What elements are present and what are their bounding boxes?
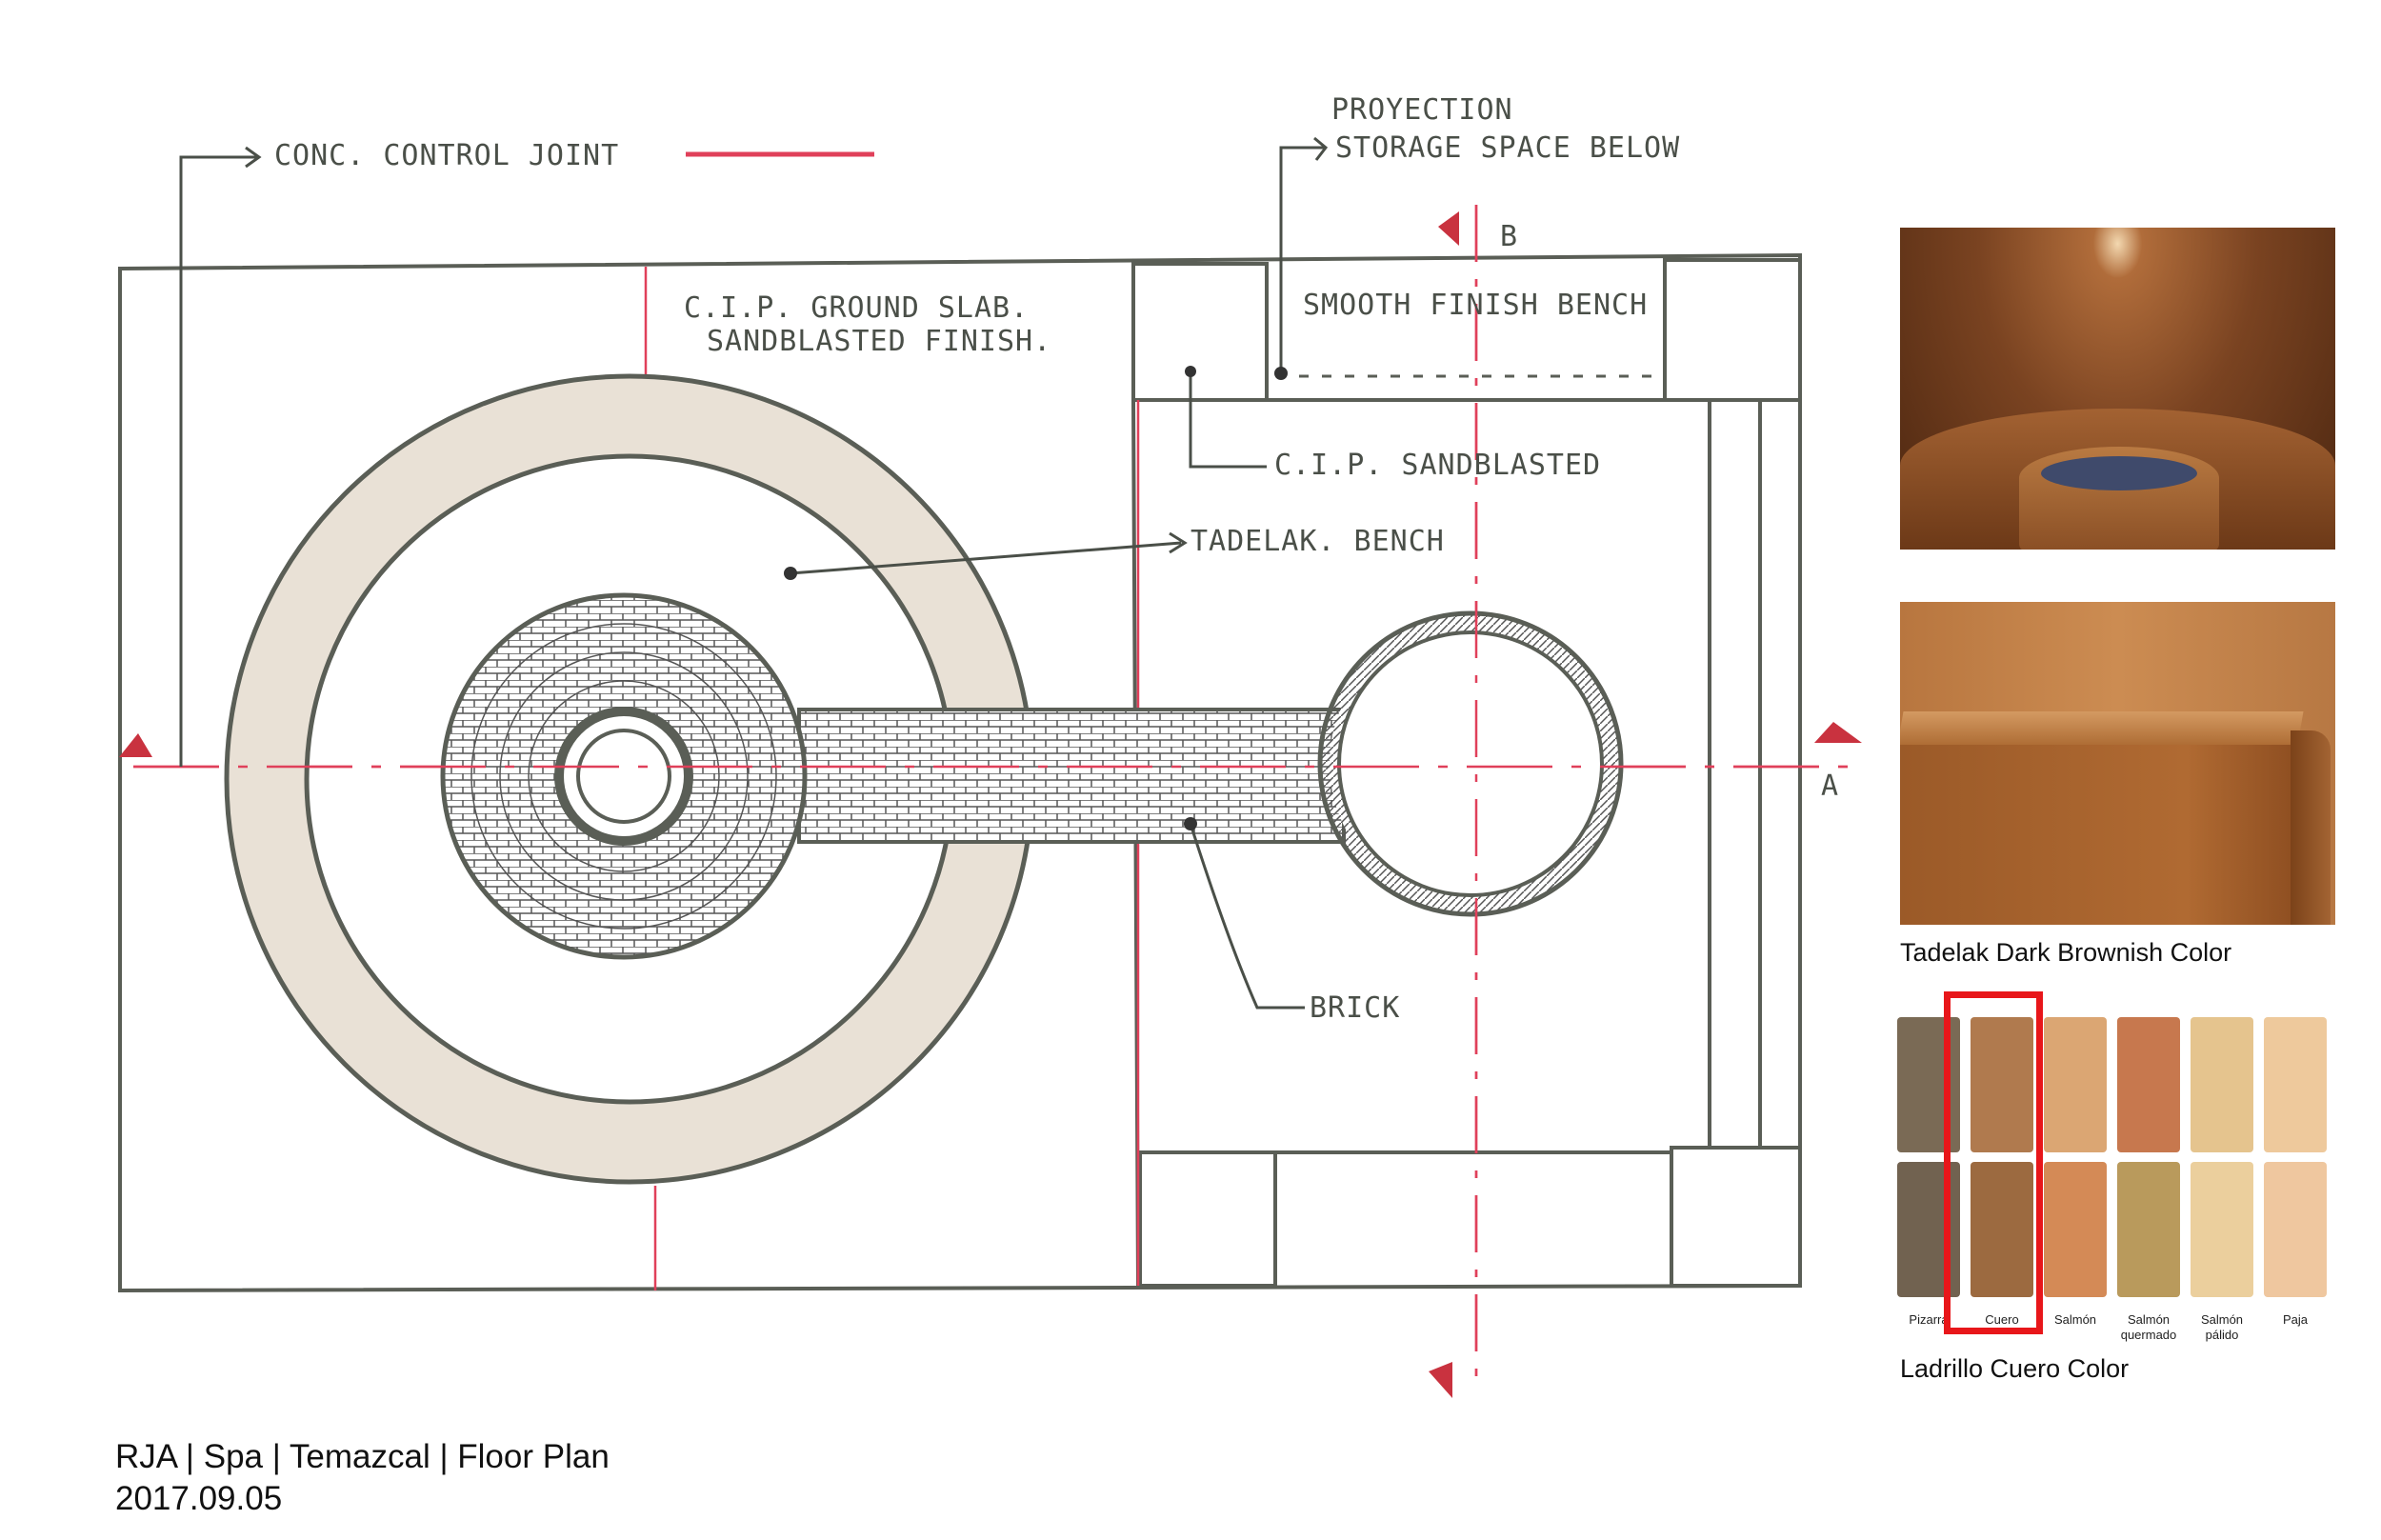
lower-left-block: [1138, 1150, 1277, 1288]
label-control-joint: CONC. CONTROL JOINT: [274, 139, 619, 172]
label-section-a: A: [1821, 770, 1839, 803]
bench-left-block: [1131, 262, 1269, 402]
section-marker-bottom-icon: [1429, 1362, 1452, 1398]
page-title: RJA | Spa | Temazcal | Floor Plan: [115, 1438, 610, 1475]
brick-label: Cuero: [1985, 1312, 2019, 1327]
brick-swatch: [2044, 1017, 2107, 1152]
temazcal-interior-photo: [1900, 228, 2335, 550]
label-cip-sandblasted: C.I.P. SANDBLASTED: [1274, 449, 1601, 482]
brick-swatch: [2117, 1017, 2180, 1152]
brick-swatch: [2264, 1162, 2327, 1297]
section-marker-left-icon: [119, 733, 152, 757]
tadelak-bench-photo: [1900, 602, 2335, 925]
label-smooth-bench: SMOOTH FINISH BENCH: [1303, 289, 1648, 322]
label-tadelak-bench: TADELAK. BENCH: [1190, 525, 1445, 558]
brick-swatch: [2191, 1017, 2253, 1152]
label-proyection: PROYECTION: [1331, 93, 1513, 127]
brick-swatch: [2117, 1162, 2180, 1297]
section-marker-right-icon: [1814, 722, 1862, 743]
control-joint-line: [644, 267, 657, 1290]
brick-swatch: [2044, 1162, 2107, 1297]
lower-right-block: [1670, 1146, 1802, 1288]
label-slab-1: C.I.P. GROUND SLAB.: [684, 291, 1029, 325]
brick-swatch: [2264, 1017, 2327, 1152]
label-storage: STORAGE SPACE BELOW: [1335, 131, 1680, 165]
brick-label: Paja: [2282, 1312, 2309, 1327]
brick-swatch: [1971, 1162, 2033, 1297]
brick-swatches: [1897, 1014, 2335, 1305]
brick-label: Salmón: [2053, 1312, 2097, 1327]
label-section-b: B: [1500, 220, 1518, 253]
brick-swatch: [1971, 1017, 2033, 1152]
label-brick: BRICK: [1310, 991, 1400, 1025]
floor-plan-sketch: CONC. CONTROL JOINT PROYECTION STORAGE S…: [118, 93, 1862, 1398]
brick-bridge: [797, 708, 1346, 844]
tadelak-caption: Tadelak Dark Brownish Color: [1900, 938, 2232, 967]
selected-brick-highlight: [1944, 991, 2043, 1334]
brick-label: Salmón quermado: [2120, 1312, 2177, 1342]
brick-label: Pizarra: [1909, 1312, 1949, 1327]
section-marker-top-icon: [1438, 211, 1459, 246]
page-date: 2017.09.05: [115, 1480, 283, 1517]
bench-right-block: [1663, 258, 1802, 402]
brick-label: Salmón pálido: [2200, 1312, 2244, 1342]
brick-swatch: [2191, 1162, 2253, 1297]
plunge-circle: [1320, 613, 1621, 914]
brick-caption: Ladrillo Cuero Color: [1900, 1354, 2130, 1383]
label-slab-2: SANDBLASTED FINISH.: [707, 325, 1051, 358]
